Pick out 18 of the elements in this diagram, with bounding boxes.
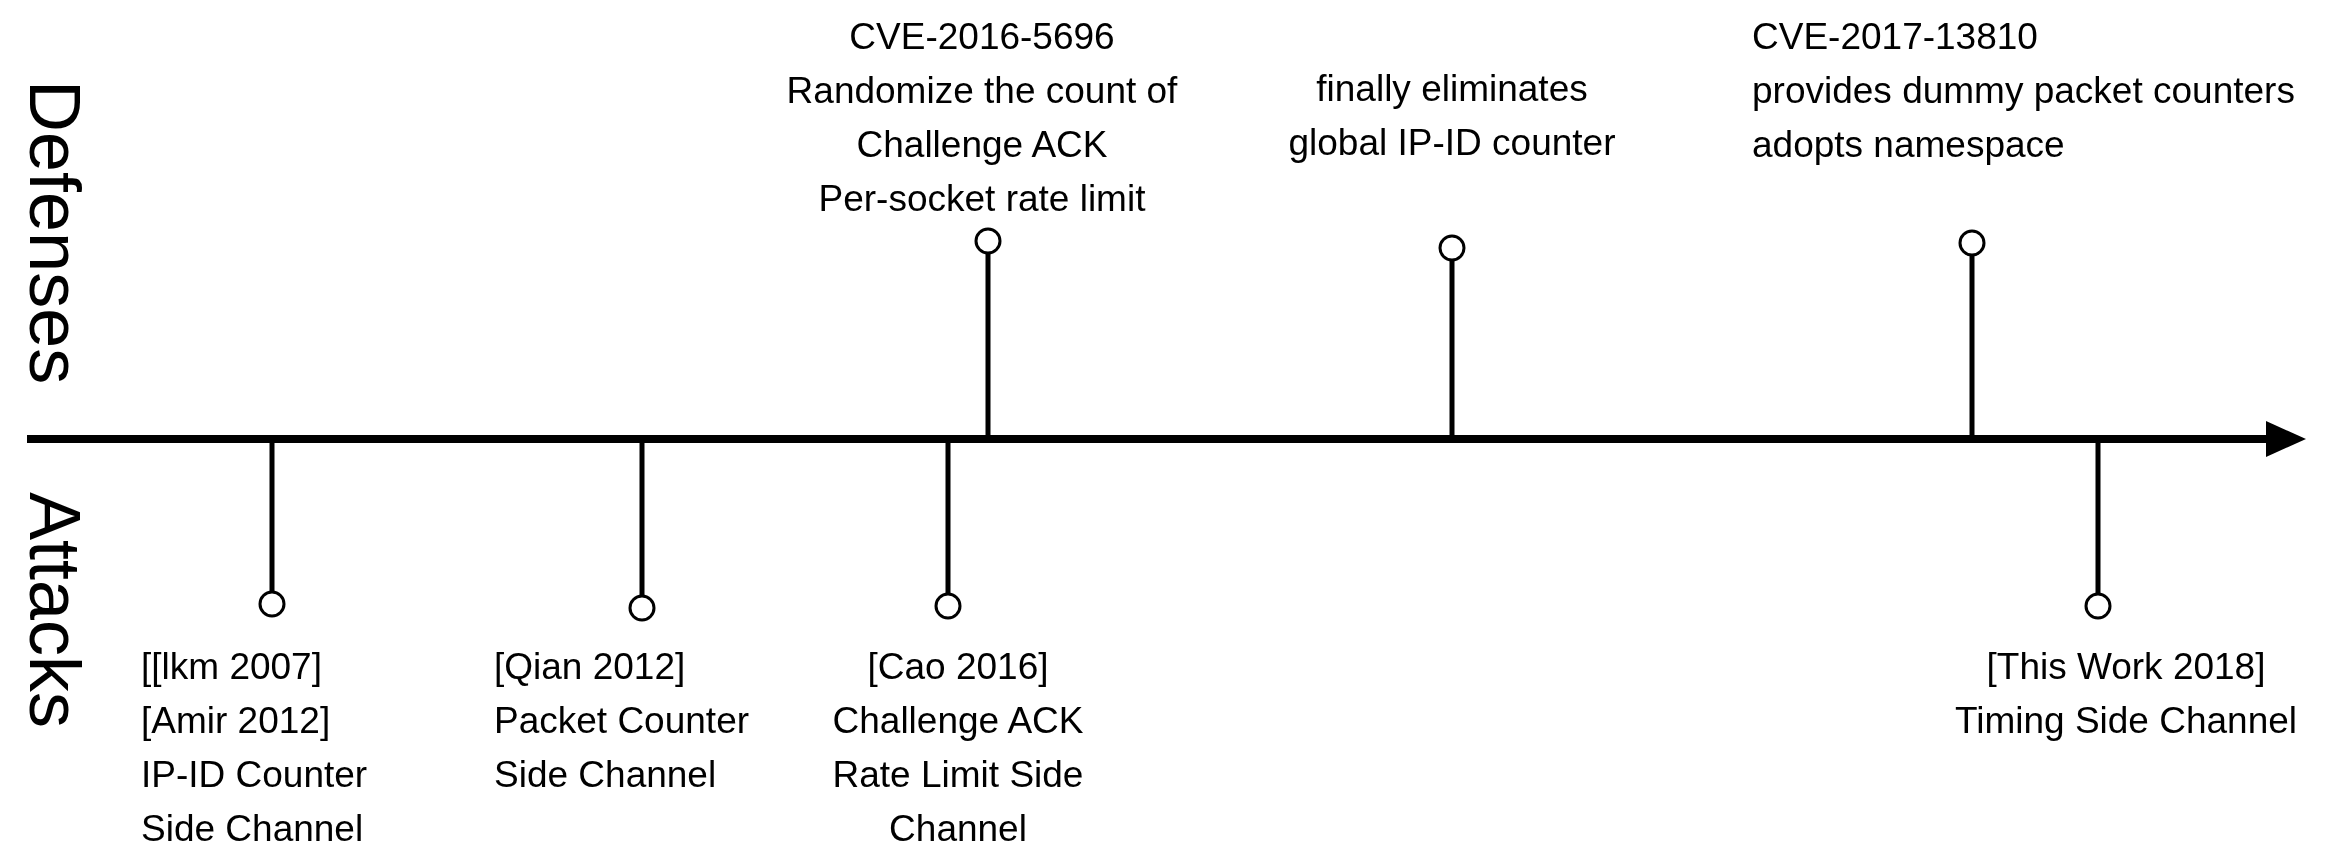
event-text: [[lkm 2007] [141, 645, 322, 689]
event-text: [This Work 2018] [1986, 645, 2266, 689]
event-text: provides dummy packet counters [1752, 69, 2295, 113]
event-text: Challenge ACK Rate Limit Side Channel [831, 699, 1085, 851]
event-text: CVE-2016-5696 [849, 15, 1115, 59]
event-text: adopts namespace [1752, 123, 2065, 167]
event-text: IP-ID Counter Side Channel [141, 753, 369, 851]
event-text: Packet Counter Side Channel [494, 699, 751, 797]
event-text: CVE-2017-13810 [1752, 15, 2038, 59]
section-heading: Attacks [15, 492, 95, 729]
event-text: [Qian 2012] [494, 645, 686, 689]
event-text: Timing Side Channel [1954, 699, 2298, 743]
event-text: Per-socket rate limit [818, 177, 1146, 221]
section-heading: Defenses [15, 80, 95, 385]
event-text: Randomize the count of Challenge ACK [785, 69, 1179, 167]
event-text: finally eliminates global IP-ID counter [1287, 67, 1617, 165]
event-text: [Amir 2012] [141, 699, 331, 743]
event-text: [Cao 2016] [867, 645, 1049, 689]
